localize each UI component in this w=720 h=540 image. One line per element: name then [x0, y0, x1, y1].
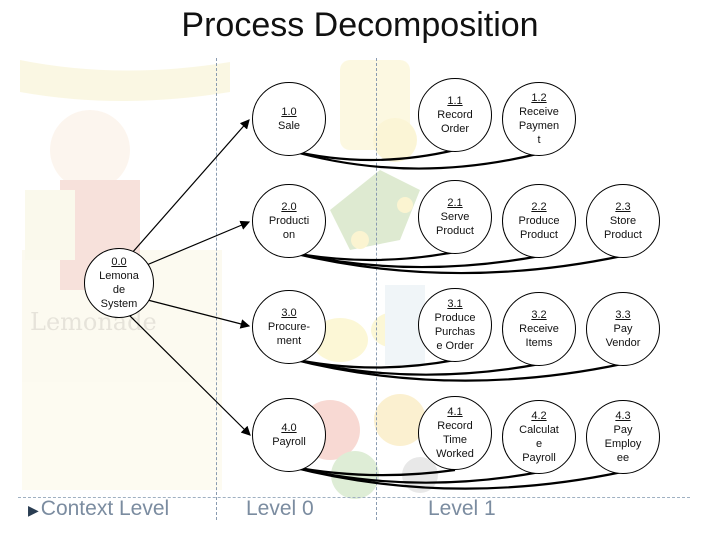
level-divider-level0: [376, 58, 377, 520]
link-4-0-4-3: [287, 464, 623, 490]
link-3-0-3-3: [287, 356, 623, 382]
node-2-1[interactable]: 2.1 Serve Product: [418, 180, 492, 254]
node-3-1[interactable]: 3.1 Produce Purchas e Order: [418, 288, 492, 362]
link-1-0-1-2: [287, 148, 538, 170]
level-label-level0: Level 0: [246, 497, 314, 520]
level-baseline: [18, 497, 690, 498]
bullet-triangle-icon: ▶: [28, 502, 39, 518]
node-4-1[interactable]: 4.1 Record Time Worked: [418, 396, 492, 470]
node-3-3[interactable]: 3.3 Pay Vendor: [586, 292, 660, 366]
node-2-2[interactable]: 2.2 Produce Product: [502, 184, 576, 258]
link-0-2: [129, 220, 251, 273]
node-4-0[interactable]: 4.0 Payroll: [252, 398, 326, 472]
lemons-icon: [312, 285, 425, 365]
node-1-0[interactable]: 1.0 Sale: [252, 82, 326, 156]
node-4-2[interactable]: 4.2 Calculat e Payroll: [502, 400, 576, 474]
node-3-0[interactable]: 3.0 Procure- ment: [252, 290, 326, 364]
link-0-3: [131, 295, 251, 329]
lemon-tree-icon: [330, 170, 420, 250]
level-label-context: ▶Context Level: [28, 497, 170, 520]
level-label-level1: Level 1: [428, 497, 496, 520]
node-2-3[interactable]: 2.3 Store Product: [586, 184, 660, 258]
link-1-0-1-1: [287, 148, 456, 162]
node-4-3[interactable]: 4.3 Pay Employ ee: [586, 400, 660, 474]
node-0-0[interactable]: 0.0 Lemona de System: [84, 248, 154, 318]
node-1-2[interactable]: 1.2 Receive Paymen t: [502, 82, 576, 156]
level-divider-context: [216, 58, 217, 520]
page-title: Process Decomposition: [181, 6, 539, 44]
link-2-0-2-3: [287, 250, 623, 275]
node-1-1[interactable]: 1.1 Record Order: [418, 78, 492, 152]
link-0-1: [123, 119, 250, 263]
node-2-0[interactable]: 2.0 Producti on: [252, 184, 326, 258]
node-3-2[interactable]: 3.2 Receive Items: [502, 292, 576, 366]
lemonade-pitcher-icon: [340, 60, 417, 162]
link-0-4: [123, 309, 251, 436]
lemonade-stand-icon: Lemonade: [20, 60, 230, 490]
